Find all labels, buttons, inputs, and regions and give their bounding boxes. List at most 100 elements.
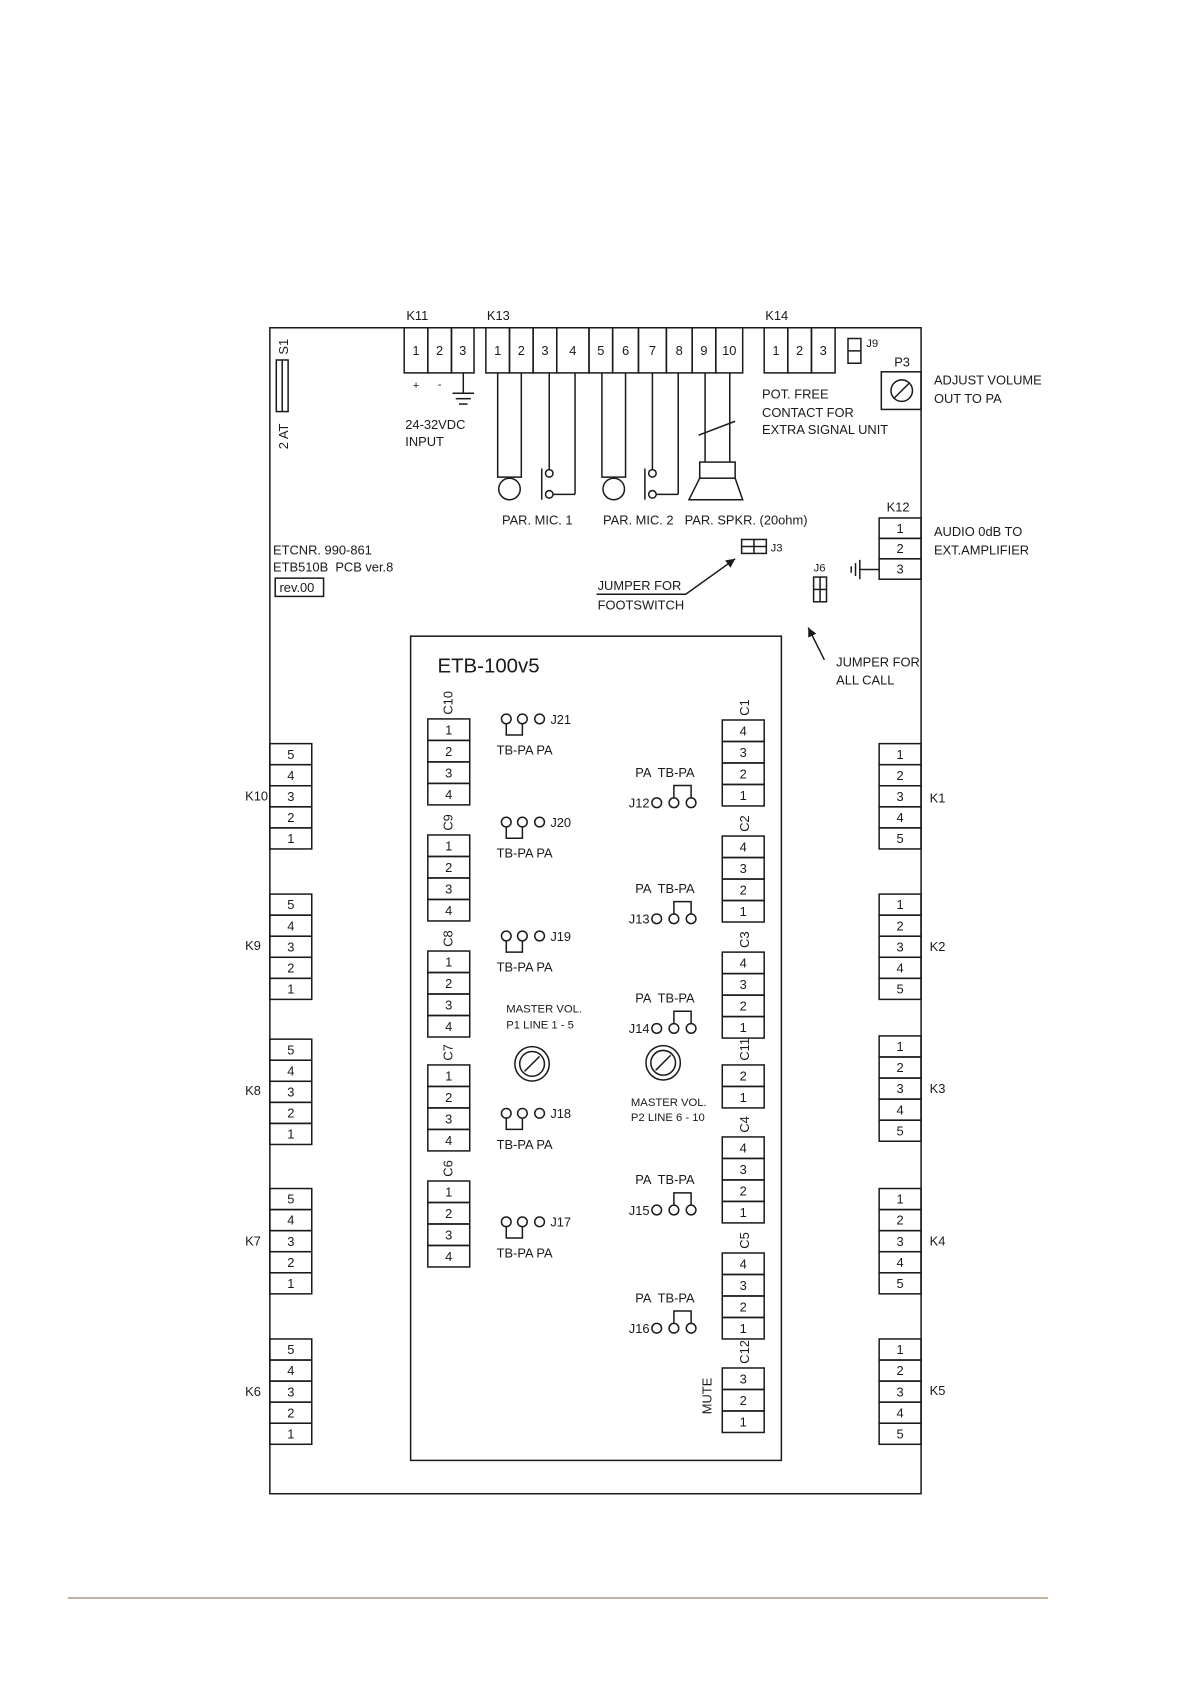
pin-number: 4	[445, 1019, 452, 1034]
jumper-link	[673, 900, 692, 914]
connector-label-k12: K12	[887, 500, 910, 515]
terminal-cell	[450, 327, 475, 374]
jumper-j6	[812, 576, 828, 603]
terminal-cell	[269, 1272, 313, 1295]
terminal-cell	[427, 782, 471, 806]
terminal-cell	[715, 327, 744, 374]
pin-number: 3	[820, 343, 827, 358]
terminal-cell	[878, 1272, 922, 1295]
speaker-label: PAR. SPKR. (20ohm)	[685, 512, 808, 527]
jumper-pin	[685, 797, 697, 809]
power-input-note: 24-32VDC	[405, 417, 465, 432]
jumper-label: J20	[550, 815, 571, 830]
jumper-pin	[533, 816, 546, 828]
pin-number: 2	[287, 1405, 294, 1420]
jumper-pin	[685, 1204, 697, 1216]
jumper-j9	[847, 337, 862, 364]
pin-number: 5	[897, 1123, 904, 1138]
block-label: C2	[737, 815, 752, 831]
pin-number: 2	[897, 768, 904, 783]
pin-number: 2	[445, 1206, 452, 1221]
pin-number: 3	[445, 997, 452, 1012]
board-etcnr: ETCNR. 990-861	[273, 543, 372, 558]
microphone-2-label: PAR. MIC. 2	[603, 512, 674, 527]
all-call-note: ALL CALL	[836, 673, 894, 688]
pin-number: 3	[445, 765, 452, 780]
pin-number: 1	[740, 904, 747, 919]
potentiometer-icon	[880, 371, 922, 411]
pin-number: 2	[740, 882, 747, 897]
connector-label: K4	[930, 1233, 946, 1248]
pin-number: 2	[436, 343, 443, 358]
microphone-2-icon	[601, 372, 627, 501]
block-label: C8	[441, 930, 456, 946]
pin-number: 1	[445, 1068, 452, 1083]
ground-icon	[452, 372, 475, 405]
board-pcb-version: ETB510B PCB ver.8	[273, 560, 393, 575]
jumper-pin	[533, 1107, 546, 1119]
pin-number: 3	[459, 343, 466, 358]
terminal-cell	[427, 1244, 471, 1268]
pin-number: 7	[649, 343, 656, 358]
master-volume-2-label: MASTER VOL.	[631, 1097, 707, 1109]
terminal-cell	[721, 783, 765, 807]
pin-number: 1	[897, 747, 904, 762]
terminal-cell	[269, 1122, 313, 1146]
fuse-label: S1	[276, 339, 291, 355]
terminal-cell	[269, 977, 313, 1001]
pin-number: 3	[897, 939, 904, 954]
pin-number: 5	[897, 831, 904, 846]
pin-number: 3	[740, 1162, 747, 1177]
pin-number: 1	[740, 1414, 747, 1429]
pin-number: 1	[897, 521, 904, 536]
push-switch-1-icon	[540, 372, 576, 500]
pin-number: 1	[740, 1321, 747, 1336]
pin-number: 3	[445, 1111, 452, 1126]
pin-number: 2	[287, 1105, 294, 1120]
pin-number: 1	[287, 1127, 294, 1142]
pin-number: 2	[796, 343, 803, 358]
terminal-cell	[878, 1119, 922, 1142]
pin-number: 5	[897, 981, 904, 996]
jumper-positions: TB-PA PA	[497, 742, 553, 757]
jumper-label: J17	[550, 1215, 571, 1230]
terminal-cell	[878, 977, 922, 1001]
pin-number: 4	[287, 1213, 294, 1228]
terminal-block-c12: 321	[721, 1367, 765, 1434]
pin-number: 3	[740, 1278, 747, 1293]
jumper-link	[673, 1192, 692, 1206]
signal-unit-note: POT. FREE	[762, 387, 829, 402]
volume-adjust-note: ADJUST VOLUME	[934, 373, 1042, 388]
pin-number: 2	[445, 1090, 452, 1105]
jumper-pin	[533, 1216, 546, 1228]
fuse-rating: 2 AT	[276, 424, 291, 450]
pin-number: 2	[897, 1060, 904, 1075]
pin-number: 2	[740, 1068, 747, 1083]
pin-number: 5	[287, 1042, 294, 1057]
terminal-cell	[721, 899, 765, 923]
jumper-positions: PA TB-PA	[635, 881, 695, 896]
volume-adjust-note: OUT TO PA	[934, 391, 1002, 406]
jumper-pin	[651, 1204, 663, 1216]
jumper-positions: PA TB-PA	[635, 1290, 695, 1305]
speaker-icon	[687, 372, 744, 501]
block-label: C10	[441, 691, 456, 715]
pin-number: 3	[897, 562, 904, 577]
jumper-label-j3: J3	[771, 542, 783, 554]
terminal-block-k12: 123	[878, 517, 922, 580]
jumper-label: J16	[629, 1321, 650, 1336]
jumper-positions: PA TB-PA	[635, 765, 695, 780]
all-call-arrow	[807, 627, 826, 661]
